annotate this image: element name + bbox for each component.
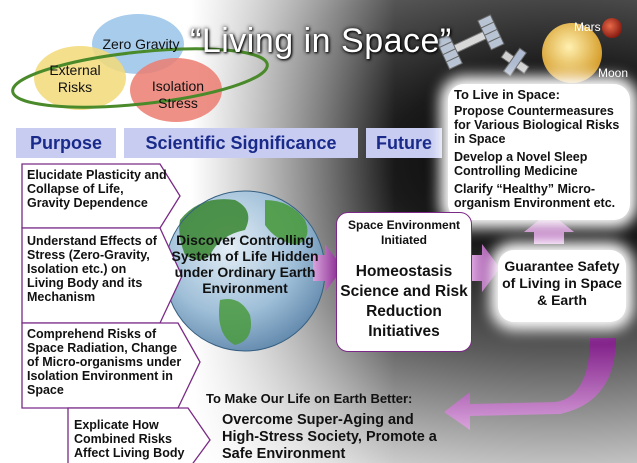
center-box-header: Space Environment Initiated — [347, 218, 461, 247]
arrow-to-center-box — [313, 244, 343, 292]
tab-scientific-significance: Scientific Significance — [124, 128, 358, 158]
venn-label-external-risks: External Risks — [49, 62, 101, 95]
venn-label-zero-gravity: Zero Gravity — [102, 36, 180, 52]
venn-diagram — [11, 14, 269, 122]
future-item-2: Develop a Novel Sleep Controlling Medici… — [454, 150, 588, 178]
venn-circle-isolation-stress — [130, 58, 222, 122]
future-box — [448, 84, 630, 220]
purpose-box-2-shape — [21, 227, 183, 324]
earth-better-body: Overcome Super-Aging and High-Stress Soc… — [222, 412, 437, 462]
moon-icon — [542, 23, 602, 83]
purpose-item-4: Explicate How Combined Risks Affect Livi… — [74, 418, 185, 460]
future-heading: To Live in Space: — [454, 87, 560, 102]
purpose-box-4-shape — [67, 407, 211, 463]
venn-circle-external-risks — [34, 46, 126, 110]
mars-icon — [602, 18, 622, 38]
purpose-box-1-shape — [21, 163, 181, 229]
purpose-item-2: Understand Effects of Stress (Zero-Gravi… — [27, 234, 157, 304]
earth-text: Discover Controlling System of Life Hidd… — [171, 232, 319, 296]
purpose-item-3: Comprehend Risks of Space Radiation, Cha… — [27, 327, 182, 397]
tab-future: Future — [366, 128, 442, 158]
moon-label: Moon — [598, 66, 629, 80]
venn-orbit-ring — [11, 47, 269, 109]
venn-label-isolation-stress: Isolation Stress — [151, 78, 205, 111]
center-box-body: Homeostasis Science and Risk Reduction I… — [340, 263, 468, 340]
future-item-1: Propose Countermeasures for Various Biol… — [454, 104, 620, 146]
future-item-3: Clarify “Healthy” Micro-organism Environ… — [454, 182, 616, 210]
satellite-icon — [500, 47, 530, 77]
earth-better-heading: To Make Our Life on Earth Better: — [206, 391, 413, 406]
arrow-up-to-future — [524, 212, 574, 244]
purpose-box-3-shape — [21, 322, 201, 409]
tab-purpose: Purpose — [16, 128, 116, 158]
earth-globe-icon — [164, 190, 326, 352]
guarantee-text: Guarantee Safety of Living in Space & Ea… — [502, 258, 622, 308]
center-box — [336, 212, 472, 352]
arrow-to-guarantee — [472, 244, 500, 292]
mars-label: Mars — [574, 20, 601, 34]
arrow-down-to-earth-better — [444, 338, 616, 430]
guarantee-box — [498, 250, 626, 322]
space-station-icon — [435, 14, 505, 70]
purpose-item-1: Elucidate Plasticity and Collapse of Lif… — [27, 168, 167, 210]
page-title: “Living in Space” — [190, 22, 452, 60]
